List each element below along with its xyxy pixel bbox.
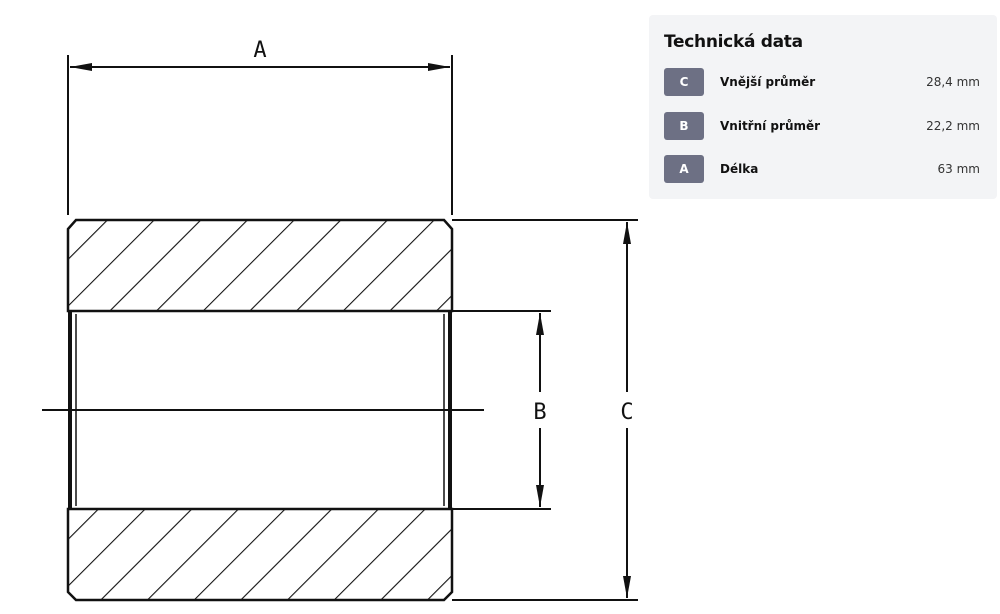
dimension-a-label: A xyxy=(253,38,266,63)
spec-name: Vnější průměr xyxy=(720,75,816,89)
panel-title: Technická data xyxy=(664,32,803,52)
spec-badge: B xyxy=(664,112,704,140)
spec-badge: C xyxy=(664,68,704,96)
upper-wall-section xyxy=(66,218,454,313)
spec-value: 22,2 mm xyxy=(926,119,980,133)
spec-row-inner-diameter: B Vnitřní průměr 22,2 mm xyxy=(664,112,980,140)
spec-value: 28,4 mm xyxy=(926,75,980,89)
technical-data-panel: Technická data C Vnější průměr 28,4 mm B… xyxy=(649,15,997,199)
spec-value: 63 mm xyxy=(937,162,980,176)
spec-name: Vnitřní průměr xyxy=(720,119,821,133)
dimension-c-label: C xyxy=(620,400,633,425)
spec-name: Délka xyxy=(720,162,759,176)
lower-wall-section xyxy=(66,507,454,602)
dimension-a xyxy=(67,55,453,215)
dimension-b xyxy=(452,310,551,510)
dimension-b-label: B xyxy=(533,400,546,425)
spec-row-outer-diameter: C Vnější průměr 28,4 mm xyxy=(664,68,980,96)
spec-row-length: A Délka 63 mm xyxy=(664,155,980,183)
bushing-drawing: A B C xyxy=(42,38,638,602)
dimension-c xyxy=(452,219,638,601)
spec-badge: A xyxy=(664,155,704,183)
